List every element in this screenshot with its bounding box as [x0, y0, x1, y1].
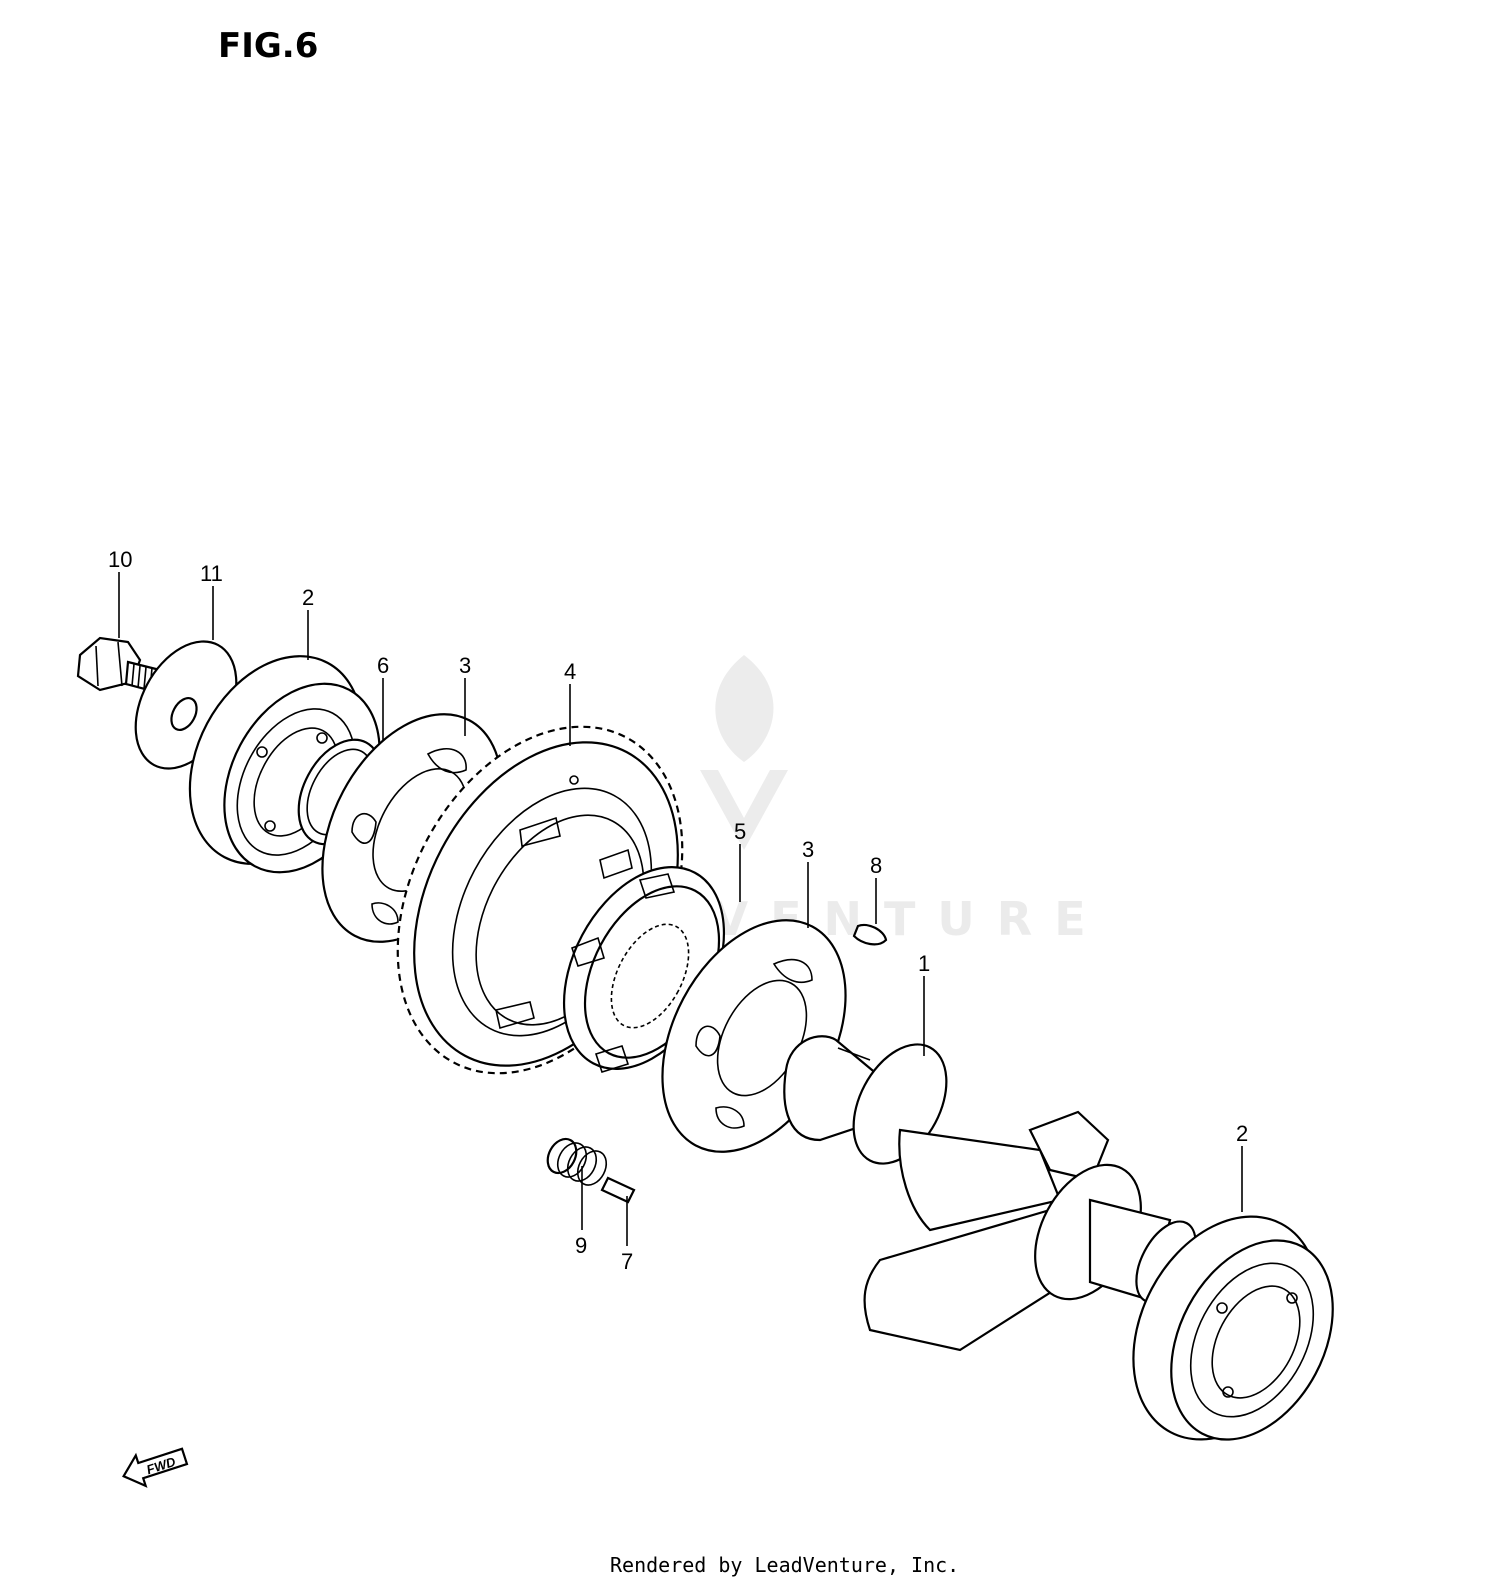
- callout-4[interactable]: 4: [564, 659, 576, 684]
- callout-5[interactable]: 5: [734, 819, 746, 844]
- callout-3-upper[interactable]: 3: [459, 653, 471, 678]
- callout-6[interactable]: 6: [377, 653, 389, 678]
- callout-1[interactable]: 1: [918, 951, 930, 976]
- pin-part-7[interactable]: [600, 1176, 636, 1204]
- callout-9[interactable]: 9: [575, 1233, 587, 1258]
- fwd-label: FWD: [145, 1454, 178, 1478]
- bearing-part-2-lower[interactable]: [1096, 1184, 1365, 1471]
- footer-credit: Rendered by LeadVenture, Inc.: [610, 1553, 959, 1577]
- callout-7[interactable]: 7: [621, 1249, 633, 1274]
- callout-8[interactable]: 8: [870, 853, 882, 878]
- bolt-part-10[interactable]: [76, 636, 162, 694]
- figure-title: FIG.6: [218, 26, 318, 66]
- key-part-8[interactable]: [852, 923, 888, 946]
- forward-arrow: FWD: [122, 1447, 189, 1488]
- callout-2-upper[interactable]: 2: [302, 585, 314, 610]
- callout-2-lower[interactable]: 2: [1236, 1121, 1248, 1146]
- balancer-shaft-part-1[interactable]: [783, 1029, 1208, 1352]
- callout-11[interactable]: 11: [200, 561, 223, 586]
- callout-3-lower[interactable]: 3: [802, 837, 814, 862]
- callout-numbers: 10 11 2 6 3 4 5 3 8 1 2 9 7: [108, 547, 1248, 1274]
- leader-lines: [118, 572, 1243, 1246]
- callout-10[interactable]: 10: [108, 547, 132, 572]
- spring-part-9[interactable]: [542, 1134, 612, 1190]
